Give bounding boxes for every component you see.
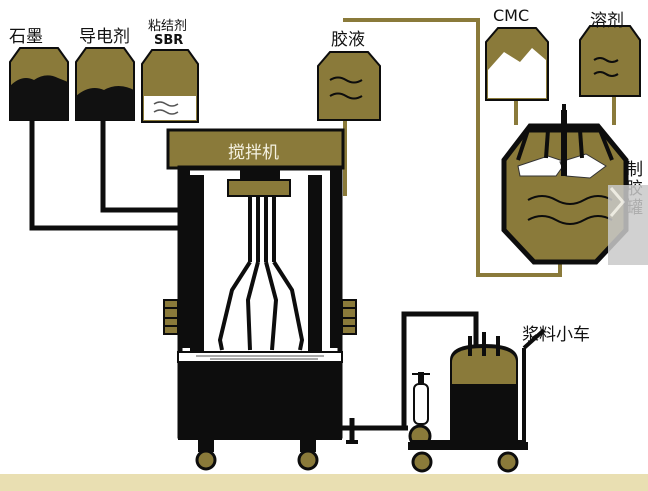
mixer: [163, 128, 357, 471]
feed-pipes: [29, 120, 180, 231]
mixer-label: 搅拌机: [228, 143, 279, 163]
next-image-button[interactable]: [608, 185, 648, 265]
binder-hopper: [141, 49, 199, 123]
conductive-hopper: [75, 47, 135, 121]
floor-strip: [0, 474, 648, 491]
conductive-label: 导电剂: [79, 27, 130, 47]
chevron-right-icon: [609, 187, 625, 217]
binder-pipe: [159, 122, 180, 196]
binder-label: 粘结剂: [148, 19, 188, 34]
graphite-label: 石墨: [9, 27, 43, 47]
glue-tank: [501, 104, 629, 265]
cmc-hopper: [485, 27, 549, 101]
solvent-hopper: [579, 25, 641, 97]
glue-label: 胶液: [331, 30, 365, 50]
glue-hopper: [317, 51, 381, 121]
solvent-label: 溶剂: [590, 11, 624, 31]
slurry-cart-label: 浆料小车: [522, 325, 590, 345]
slurry-cart: [408, 328, 546, 473]
glue-pipes: [343, 18, 616, 277]
binder-sub-label: SBR: [154, 33, 184, 48]
graphite-hopper: [9, 47, 69, 121]
cmc-label: CMC: [493, 6, 530, 25]
